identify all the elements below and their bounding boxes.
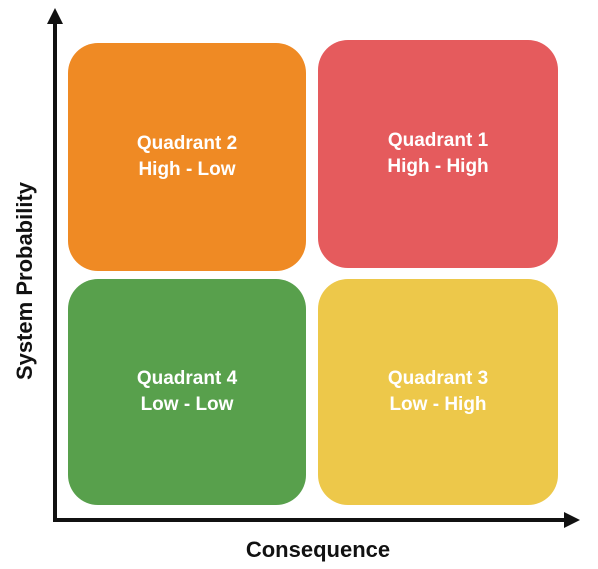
quadrant-1-subtitle: High - High — [387, 156, 489, 177]
quadrant-1: Quadrant 1 High - High — [318, 40, 558, 268]
quadrant-4: Quadrant 4 Low - Low — [68, 279, 306, 505]
quadrant-2-subtitle: High - Low — [138, 159, 236, 180]
quadrant-4-subtitle: Low - Low — [140, 394, 234, 415]
quadrant-4-title: Quadrant 4 — [136, 368, 238, 389]
x-axis-label: Consequence — [245, 537, 391, 562]
quadrant-2-title: Quadrant 2 — [136, 133, 238, 154]
y-axis-arrow — [47, 8, 63, 24]
quadrant-3-title: Quadrant 3 — [387, 368, 489, 389]
quadrant-2: Quadrant 2 High - Low — [68, 43, 306, 271]
quadrant-3: Quadrant 3 Low - High — [318, 279, 558, 505]
x-axis-arrow — [564, 512, 580, 528]
quadrant-3-subtitle: Low - High — [389, 394, 487, 415]
y-axis-label: System Probability — [12, 181, 37, 381]
quadrant-1-title: Quadrant 1 — [387, 130, 489, 151]
